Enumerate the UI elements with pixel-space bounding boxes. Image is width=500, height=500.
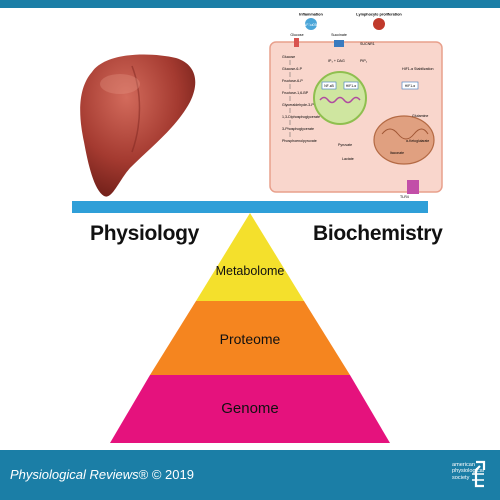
svg-text:TNF-\u03b1: TNF-\u03b1 <box>302 23 321 27</box>
pip2-label: PIP₂ <box>360 59 368 63</box>
glycolysis-step: Fructose-6-P <box>282 79 303 83</box>
society-name: american physiological society <box>452 462 485 481</box>
akg-label: α-Ketoglutarate <box>406 139 429 143</box>
lymphocyte-label: Lymphocyte proliferation <box>356 13 402 17</box>
ip3-dag-label: IP₃ + DAG <box>328 59 345 63</box>
journal-citation: Physiological Reviews® © 2019 <box>10 467 194 482</box>
pyramid-level-genome <box>110 375 390 443</box>
glycolysis-step: 1,3-Diphosphoglycerate <box>282 115 320 119</box>
nfkb-label: NF-κB <box>324 84 334 88</box>
metabolic-pathway-figure: TNF-\u03b1 Inflammation Lymphocyte proli… <box>269 13 443 207</box>
glycolysis-step: Glucose-6-P <box>282 67 303 71</box>
pyruvate-label: Pyruvate <box>338 143 352 147</box>
genome-label: Genome <box>221 400 279 417</box>
aps-logo-icon <box>472 460 486 488</box>
pyramid-level-metabolome <box>196 213 304 301</box>
itaconate-label: Itaconate <box>390 151 404 155</box>
glutamine-label: Glutamine <box>412 114 428 118</box>
proteome-label: Proteome <box>220 331 281 347</box>
balance-beam <box>72 201 428 213</box>
journal-name: Physiological Reviews <box>10 467 139 482</box>
metabolome-label: Metabolome <box>216 264 285 278</box>
pyramid-level-proteome <box>150 301 350 375</box>
inflammation-label: Inflammation <box>299 13 323 17</box>
glycolysis-step: Phosphoenolpyruvate <box>282 139 317 143</box>
omics-pyramid: Metabolome Proteome Genome <box>110 213 390 443</box>
biochemistry-label: Biochemistry <box>313 222 443 245</box>
top-accent-bar <box>0 0 500 8</box>
glycolysis-step: Glucose <box>282 55 295 59</box>
hif-stab-label: HIF1-α Stabilization <box>402 67 433 71</box>
sucnr1-label: SUCNR1 <box>360 42 375 46</box>
glycolysis-step: 3-Phosphoglycerate <box>282 127 314 131</box>
glucose-top-label: Glucose <box>290 33 303 37</box>
hif-box-label-2: HIF1-α <box>405 84 415 88</box>
glycolysis-step: Glyceraldehyde-3-P <box>282 103 314 107</box>
liver-illustration <box>80 54 196 197</box>
tlr4-label: TLR4 <box>400 195 409 199</box>
footer-bar: Physiological Reviews® © 2019 american p… <box>0 450 500 500</box>
lactate-label: Lactate <box>342 157 354 161</box>
hif-box-label-1: HIF1-α <box>346 84 356 88</box>
physiology-label: Physiology <box>90 222 200 245</box>
glycolysis-step: Fructose-1,6-BP <box>282 91 309 95</box>
copyright-year: ® © 2019 <box>138 467 194 482</box>
succinate-label: Succinate <box>331 33 347 37</box>
